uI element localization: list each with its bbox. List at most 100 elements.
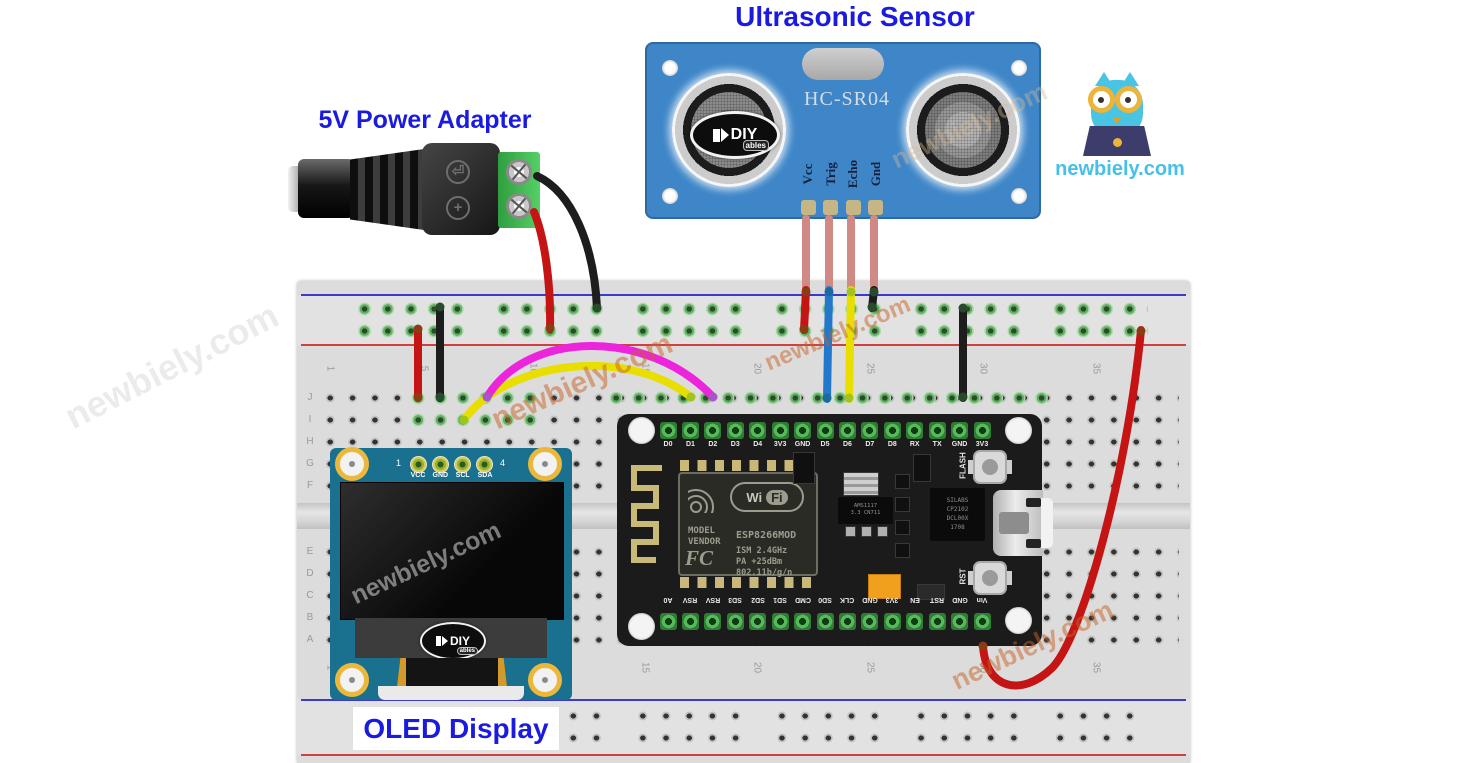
nodemcu-pin-clk [838, 613, 856, 630]
breadboard-row-letter: I [308, 414, 312, 425]
oled-mount-hole [528, 447, 562, 481]
breadboard-row-letter: J [307, 392, 313, 403]
diyables-subtext: ables [742, 140, 769, 151]
connection-holes-oled [407, 387, 541, 431]
nodemcu-pin-label: CMD [794, 596, 811, 603]
breadboard-column-number: 30 [977, 661, 989, 674]
power-adapter-title: 5V Power Adapter [318, 106, 532, 134]
usb-pin [1026, 539, 1041, 548]
wifi-logo-wi: Wi [746, 489, 763, 505]
rail-line-blue [301, 294, 1186, 296]
diyables-subtext: ables [456, 647, 478, 655]
breadboard-column-number: 10 [527, 362, 539, 375]
nodemcu-pin-3v3 [973, 422, 991, 439]
nodemcu-pin-sd0 [816, 613, 834, 630]
nodemcu-pin-label: D6 [842, 441, 852, 448]
oled-mount-hole [528, 663, 562, 697]
breadboard-column-number: 15 [639, 661, 651, 674]
board-mount-hole [1005, 417, 1032, 444]
breadboard-row-letter: E [306, 546, 314, 557]
nodemcu-pin-label: SD2 [750, 596, 765, 603]
plus-symbol-icon: + [446, 196, 470, 220]
board-mount-hole [1005, 607, 1032, 634]
usb-uart-chip: SILABS CP2102 DCL00X 1708 [930, 488, 985, 541]
adapter-terminal-block [498, 152, 540, 228]
usb-port-lip [1041, 498, 1053, 548]
breadboard-column-number: 15 [639, 362, 651, 375]
top-rail-holes [353, 298, 1148, 342]
wifi-signal-icon [688, 481, 722, 513]
oled-pin-gnd [431, 456, 449, 473]
nodemcu-pin-rst [928, 613, 946, 630]
nodemcu-pin-label: SD3 [728, 596, 743, 603]
nodemcu-pin-label: TX [932, 441, 942, 448]
nodemcu-pin-d6 [838, 422, 856, 439]
smd-component [913, 454, 931, 482]
oled-pin-label: GND [432, 472, 449, 479]
oled-pin-scl [454, 456, 472, 473]
breadboard-row-letter: G [306, 458, 314, 469]
nodemcu-pin-label: GND [951, 441, 968, 448]
oled-mount-hole [335, 447, 369, 481]
usb-pin [1026, 498, 1041, 507]
regulator-leg [877, 526, 888, 537]
nodemcu-pin-d5 [816, 422, 834, 439]
oled-mount-hole [335, 663, 369, 697]
oled-pin-label: VCC [410, 472, 426, 479]
esp8266-module-shield: Wi Fi MODEL VENDOR ESP8266MOD FC ISM 2.4… [678, 472, 818, 578]
breadboard-column-number: 25 [864, 661, 876, 674]
sensor-pad-trig [823, 200, 838, 215]
breadboard-row-letter: H [306, 436, 314, 447]
tantalum-capacitor [868, 574, 901, 599]
nodemcu-pin-d2 [704, 422, 722, 439]
sensor-model-text: HC-SR04 [804, 88, 890, 110]
nodemcu-pin-label: D4 [753, 441, 763, 448]
nodemcu-pin-label: D5 [820, 441, 830, 448]
nodemcu-esp8266-board: Wi Fi MODEL VENDOR ESP8266MOD FC ISM 2.4… [617, 414, 1053, 646]
nodemcu-pin-label: EN [909, 596, 920, 603]
breadboard-column-number: 35 [1090, 362, 1102, 375]
nodemcu-pin-gnd [951, 613, 969, 630]
nodemcu-pin-label: D3 [730, 441, 740, 448]
nodemcu-pin-label: RSV [705, 596, 721, 603]
pcb-antenna-icon [631, 465, 662, 563]
sensor-pad-gnd [868, 200, 883, 215]
module-spec-80211: 802.11b/g/n [736, 568, 793, 578]
smd-capacitor [895, 474, 910, 489]
nodemcu-pin-tx [928, 422, 946, 439]
mount-hole [662, 60, 678, 76]
oled-pin-number-last: 4 [500, 458, 506, 468]
owl-beak-icon [1113, 118, 1121, 124]
nodemcu-pin-label: RX [909, 441, 920, 448]
owl-glasses-icon [1088, 86, 1115, 113]
sensor-pin-label-trig: Trig [822, 162, 838, 186]
breadboard-column-number: 20 [751, 362, 763, 375]
breadboard-row-letter: F [306, 480, 314, 491]
sensor-pin-label-gnd: Gnd [867, 161, 883, 187]
nodemcu-pin-sd3 [726, 613, 744, 630]
oled-pin-label: SCL [455, 472, 470, 479]
oled-connector [397, 658, 507, 686]
breadboard-row-letter: D [306, 568, 314, 579]
nodemcu-pin-label: CLK [840, 596, 855, 603]
nodemcu-pin-a0 [659, 613, 677, 630]
oled-tab [378, 686, 524, 700]
nodemcu-pin-en [906, 613, 924, 630]
nodemcu-pin-d0 [659, 422, 677, 439]
oled-pin-vcc [409, 456, 427, 473]
capacitor [843, 472, 879, 496]
regulator-text: 3.3 CN711 [850, 510, 881, 516]
mount-hole [1011, 188, 1027, 204]
brand-site-text: newbiely.com [1055, 158, 1185, 180]
nodemcu-pin-cmd [794, 613, 812, 630]
nodemcu-pin-d1 [681, 422, 699, 439]
connection-holes-row-j [605, 387, 1053, 409]
regulator-leg [861, 526, 872, 537]
oled-pin-label: SDA [477, 472, 493, 479]
adapter-body: ⏎ + [422, 143, 500, 235]
nodemcu-pin-gnd [861, 613, 879, 630]
nodemcu-pin-label: RST [930, 596, 945, 603]
mount-hole [662, 188, 678, 204]
